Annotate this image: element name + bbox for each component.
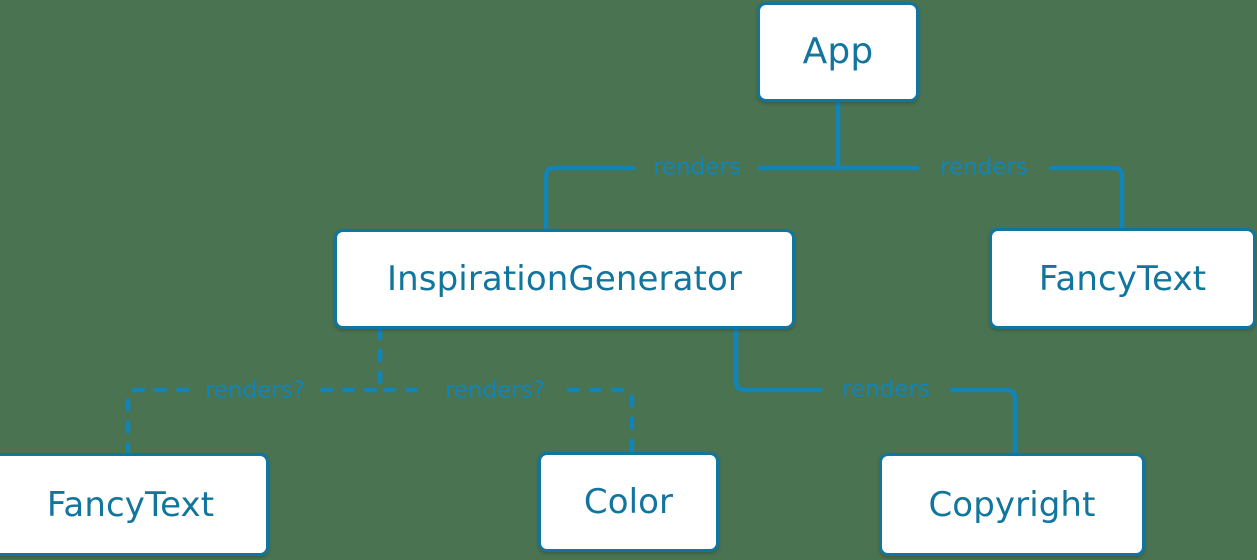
node-copyright[interactable]: Copyright <box>879 453 1145 556</box>
node-inspiration-generator[interactable]: InspirationGenerator <box>334 229 795 329</box>
node-fancytext-right-label: FancyText <box>1038 258 1207 299</box>
node-app-label: App <box>802 31 874 72</box>
node-copyright-label: Copyright <box>928 484 1096 525</box>
node-inspiration-generator-label: InspirationGenerator <box>387 259 742 299</box>
node-fancytext-right[interactable]: FancyText <box>989 228 1256 329</box>
edge-label-app-inspiration: renders <box>653 154 741 181</box>
node-app[interactable]: App <box>757 2 919 102</box>
node-fancytext-bottom[interactable]: FancyText <box>0 453 269 556</box>
edge-label-app-fancytext: renders <box>940 154 1028 181</box>
edge-label-inspiration-color: renders? <box>444 377 546 404</box>
node-color-label: Color <box>583 482 674 522</box>
edge-label-inspiration-copyright: renders <box>842 376 930 403</box>
node-fancytext-bottom-label: FancyText <box>46 484 215 525</box>
edge-label-inspiration-fancytext: renders? <box>204 377 306 404</box>
node-color[interactable]: Color <box>538 452 719 552</box>
